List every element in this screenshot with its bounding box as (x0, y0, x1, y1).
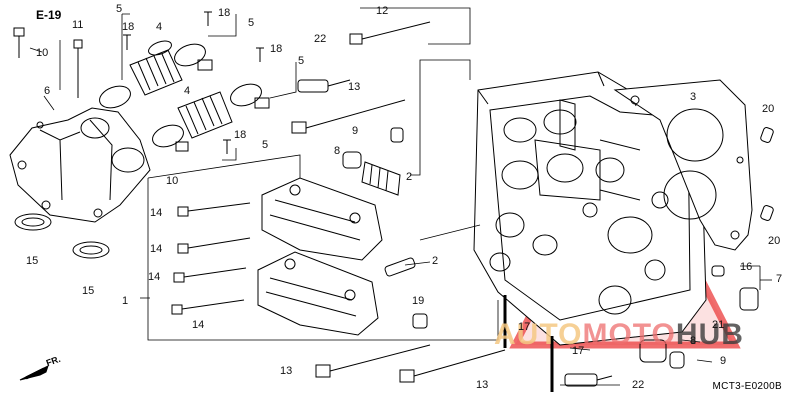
callout-11: 11 (72, 19, 84, 31)
sleeve-8-upper (342, 151, 362, 169)
callout-17: 17 (518, 321, 531, 333)
callout-12: 12 (376, 5, 389, 17)
callout-5: 5 (116, 3, 123, 15)
oring-9-upper (390, 127, 404, 143)
camshaft-holder-upper (261, 177, 383, 261)
manifold-gasket-15-upper (14, 213, 52, 231)
callout-13: 13 (476, 379, 489, 391)
head-gasket (613, 79, 753, 251)
fitting-16 (711, 265, 725, 277)
bolt-14-b (177, 237, 251, 254)
callout-22: 22 (632, 379, 645, 391)
bolt-13-lower-left (315, 344, 431, 378)
callout-22: 22 (314, 33, 327, 45)
callout-5: 5 (262, 139, 269, 151)
callout-20: 20 (768, 235, 781, 247)
callout-4: 4 (184, 85, 191, 97)
callout-18: 18 (122, 21, 135, 33)
bolt-14-d (171, 299, 245, 315)
spark-plug-22-lower (564, 373, 613, 387)
band-clamp-5-d (230, 83, 270, 109)
screw-18-b (204, 11, 212, 26)
bolt-13-lower-right (399, 349, 506, 383)
front-direction-arrow-icon (19, 365, 49, 381)
bolt-14-c (173, 267, 247, 283)
callout-19: 19 (412, 295, 425, 307)
spark-plug-22-upper (297, 79, 351, 93)
insulator-4-lower (177, 91, 233, 139)
catalog-code: MCT3-E0200B (712, 381, 782, 392)
callout-4: 4 (156, 21, 163, 33)
band-clamp-5-c (152, 124, 189, 152)
leader-lines (29, 7, 772, 386)
callout-8: 8 (690, 335, 697, 347)
callout-6: 6 (44, 85, 51, 97)
callout-14: 14 (150, 207, 163, 219)
bolt-13-upper (291, 99, 406, 134)
intake-manifold (9, 107, 151, 223)
band-clamp-5-a (99, 85, 131, 109)
cam-bearing-2-upper (361, 161, 401, 196)
fitting-21 (739, 287, 759, 311)
dowel-pin-lower (760, 205, 774, 221)
callout-5: 5 (298, 55, 305, 67)
callout-15: 15 (26, 255, 39, 267)
callout-13: 13 (348, 81, 361, 93)
insulator-4-upper (129, 40, 183, 96)
screw-18-c (256, 47, 264, 62)
callout-14: 14 (150, 243, 163, 255)
cylinder-head (473, 71, 707, 346)
callout-14: 14 (192, 319, 205, 331)
callout-10: 10 (36, 47, 49, 59)
section-code: E-19 (36, 8, 62, 22)
callout-3: 3 (690, 91, 697, 103)
watermark-text: AUTOMOTOHUB (494, 318, 744, 351)
callout-18: 18 (218, 7, 231, 19)
camshaft-holder-lower (257, 251, 379, 336)
callout-10: 10 (166, 175, 179, 187)
callout-18: 18 (270, 43, 283, 55)
callout-1: 1 (122, 295, 129, 307)
oring-9-lower (669, 351, 685, 369)
callout-21: 21 (712, 319, 725, 331)
screw-18-d (223, 139, 231, 154)
callout-8: 8 (334, 145, 341, 157)
callout-7: 7 (776, 273, 783, 285)
bolt-14-a (177, 202, 251, 217)
callout-20: 20 (762, 103, 775, 115)
bolt-10-top (13, 27, 25, 58)
callout-2: 2 (406, 171, 413, 183)
manifold-gasket-15-lower (72, 241, 110, 259)
callout-15: 15 (82, 285, 95, 297)
callout-14: 14 (148, 271, 161, 283)
callout-18: 18 (234, 129, 247, 141)
callout-17: 17 (572, 345, 585, 357)
band-clamp-5-b (174, 43, 213, 71)
screw-18-a (123, 34, 131, 50)
dowel-19 (412, 313, 428, 329)
callout-5: 5 (248, 17, 255, 29)
callout-9: 9 (720, 355, 727, 367)
dowel-pin-upper (760, 127, 774, 143)
stud-11 (73, 39, 83, 98)
sleeve-8-lower (639, 339, 667, 363)
callout-16: 16 (740, 261, 753, 273)
callout-9: 9 (352, 125, 359, 137)
bolt-12 (349, 21, 431, 45)
callout-13: 13 (280, 365, 293, 377)
callout-2: 2 (432, 255, 439, 267)
pin-2-lower (384, 257, 416, 277)
